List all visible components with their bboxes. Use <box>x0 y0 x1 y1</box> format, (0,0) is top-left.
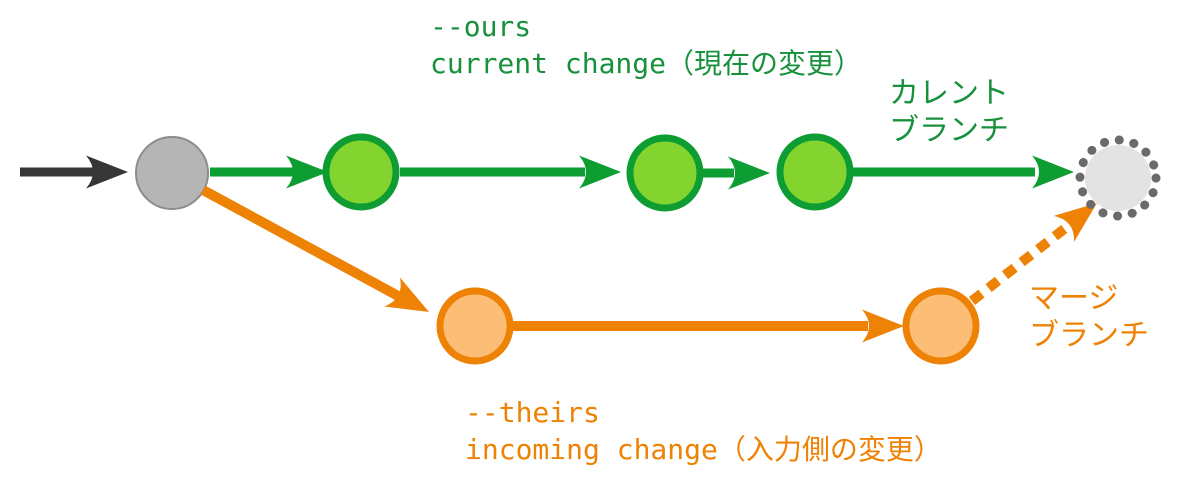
current-branch-label: カレント ブランチ <box>889 75 1009 149</box>
current-branch-commit-1 <box>322 133 400 211</box>
green-arrowhead-icon <box>728 156 770 190</box>
green-arrowhead-icon <box>1032 155 1074 189</box>
ours-label: --ours current change（現在の変更） <box>430 8 862 82</box>
current-branch-text-line1: カレント <box>889 76 1009 111</box>
merge-branch-text-line2: ブランチ <box>1029 318 1149 353</box>
green-arrowhead-icon <box>579 155 621 189</box>
merge-branch-label: マージ ブランチ <box>1029 280 1149 354</box>
theirs-flag-text: --theirs <box>465 396 600 429</box>
base-commit-node <box>135 136 209 210</box>
merge-branch-arrows <box>200 185 1108 343</box>
current-branch-commit-3 <box>776 133 854 211</box>
orange-arrowhead-icon <box>384 277 437 327</box>
current-branch-arrows <box>210 155 1074 190</box>
theirs-label: --theirs incoming change（入力側の変更） <box>465 394 942 468</box>
ours-description-text: current change（現在の変更） <box>430 47 863 80</box>
history-arrow <box>20 155 128 189</box>
merge-branch-commit-1 <box>436 287 514 365</box>
theirs-description-text: incoming change（入力側の変更） <box>465 433 942 466</box>
merge-branch-commit-2 <box>902 287 980 365</box>
current-branch-commit-2 <box>626 134 704 212</box>
merge-branch-text-line1: マージ <box>1029 281 1119 316</box>
orange-arrowhead-icon <box>862 309 904 343</box>
current-branch-text-line2: ブランチ <box>889 113 1009 148</box>
ours-flag-text: --ours <box>430 10 532 43</box>
merge-result-node <box>1075 135 1161 221</box>
